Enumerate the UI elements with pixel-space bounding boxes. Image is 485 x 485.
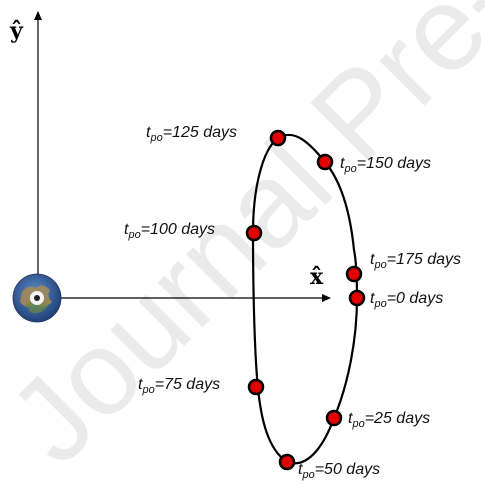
point-label: tpo=100 days (124, 221, 215, 241)
orbit-point (245, 224, 263, 242)
point-label: tpo=0 days (370, 290, 443, 310)
point-label: tpo=125 days (146, 124, 237, 144)
point-label: tpo=75 days (138, 376, 220, 396)
point-label: tpo=25 days (348, 410, 430, 430)
orbit-point (278, 453, 296, 471)
orbit-point (345, 265, 363, 283)
point-label: tpo=50 days (298, 461, 380, 481)
x-axis-label: x̂ (310, 264, 324, 290)
orbit-point (247, 378, 265, 396)
y-axis-label: ŷ (9, 18, 24, 44)
earth-globe-icon (12, 273, 62, 323)
orbit-point (325, 409, 343, 427)
orbit-point (348, 289, 366, 307)
point-label: tpo=150 days (340, 155, 431, 175)
orbit-point (269, 129, 287, 147)
orbit-point (316, 153, 334, 171)
point-label: tpo=175 days (370, 251, 461, 271)
orbit-path (251, 133, 359, 465)
